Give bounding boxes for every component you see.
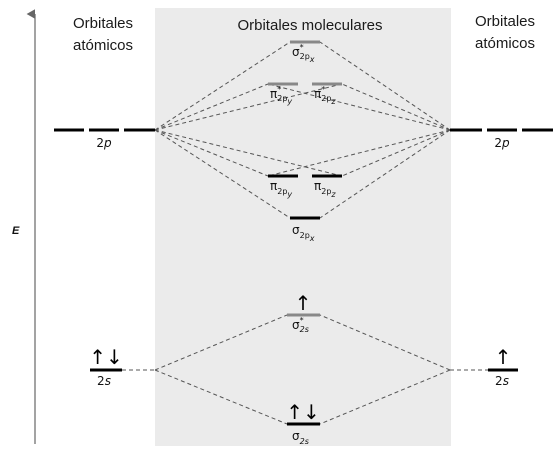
left-2s-electrons: ↑↓ — [89, 345, 123, 369]
right-2p-label: 2p — [494, 136, 510, 150]
right-2s-label: 2s — [495, 374, 509, 388]
sigma-2px-label: σ2px — [292, 223, 315, 243]
molecular-orbitals-panel — [155, 8, 451, 446]
header-left-line1: Orbitales — [73, 15, 133, 32]
left-2p-label: 2p — [96, 136, 112, 150]
sigma-star-2px-label: σ*2px — [292, 43, 315, 64]
header-center: Orbitales moleculares — [237, 17, 382, 34]
sigma-star-2s-electrons: ↑ — [295, 291, 312, 315]
header-right-line1: Orbitales — [475, 13, 535, 30]
header-left-line2: atómicos — [73, 37, 133, 54]
sigma-star-2s-label: σ*2s — [292, 316, 309, 334]
pi-2py-label: π2py — [270, 179, 292, 199]
sigma-2s-electrons: ↑↓ — [286, 400, 320, 424]
correlation-lines-2p — [154, 41, 451, 219]
left-2s-label: 2s — [97, 374, 111, 388]
pi-2pz-label: π2pz — [314, 179, 336, 199]
pi-star-2py-label: π*2py — [270, 85, 292, 106]
energy-axis-label: E — [12, 225, 20, 237]
correlation-lines-2s — [122, 314, 488, 425]
right-2s-electrons: ↑ — [495, 345, 512, 369]
header-right-line2: atómicos — [475, 35, 535, 52]
sigma-2s-label: σ2s — [292, 429, 309, 446]
pi-star-2pz-label: π*2pz — [314, 85, 336, 106]
